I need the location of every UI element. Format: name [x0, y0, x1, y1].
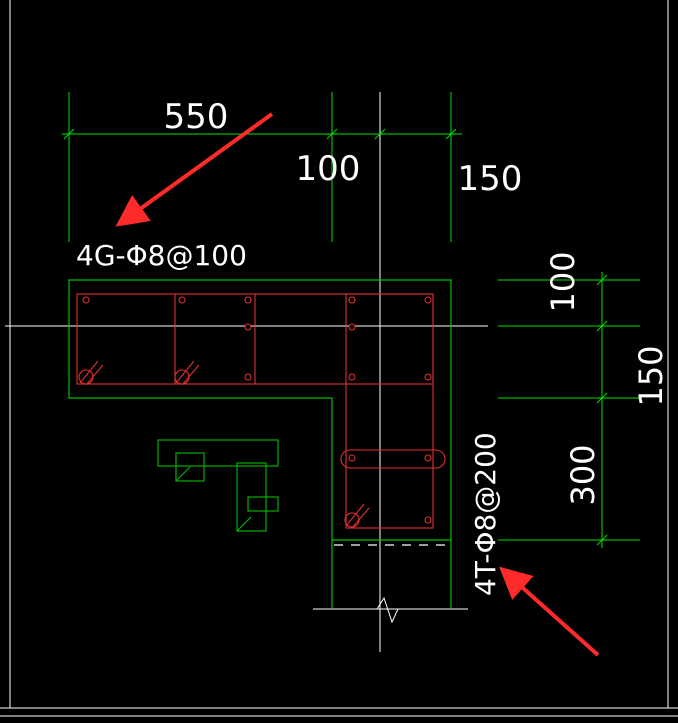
- dimension-lines: [62, 92, 640, 548]
- dim-text-150-vertical: 150: [632, 345, 670, 406]
- outer-stirrup-vertical: [345, 293, 434, 529]
- rebar-points: [82, 296, 432, 524]
- stirrups: [76, 293, 446, 529]
- dim-text-300-vertical: 300: [564, 444, 602, 505]
- detail-symbols: [157, 439, 279, 532]
- column-outline: [68, 279, 452, 609]
- dim-text-550: 550: [164, 97, 229, 137]
- break-line-symbol: [376, 596, 399, 624]
- callout-arrow-top: [115, 112, 274, 227]
- callout-arrow-side: [499, 566, 600, 657]
- rebar-note-top: 4G-Φ8@100: [76, 239, 247, 272]
- tie-bar: [340, 449, 446, 469]
- dim-text-100-horizontal: 100: [296, 149, 361, 189]
- rebar-note-side: 4T-Φ8@200: [469, 432, 502, 596]
- dim-text-150-horizontal: 150: [458, 159, 523, 199]
- stirrup-hooks: [78, 360, 370, 529]
- dim-text-100-vertical: 100: [544, 251, 582, 312]
